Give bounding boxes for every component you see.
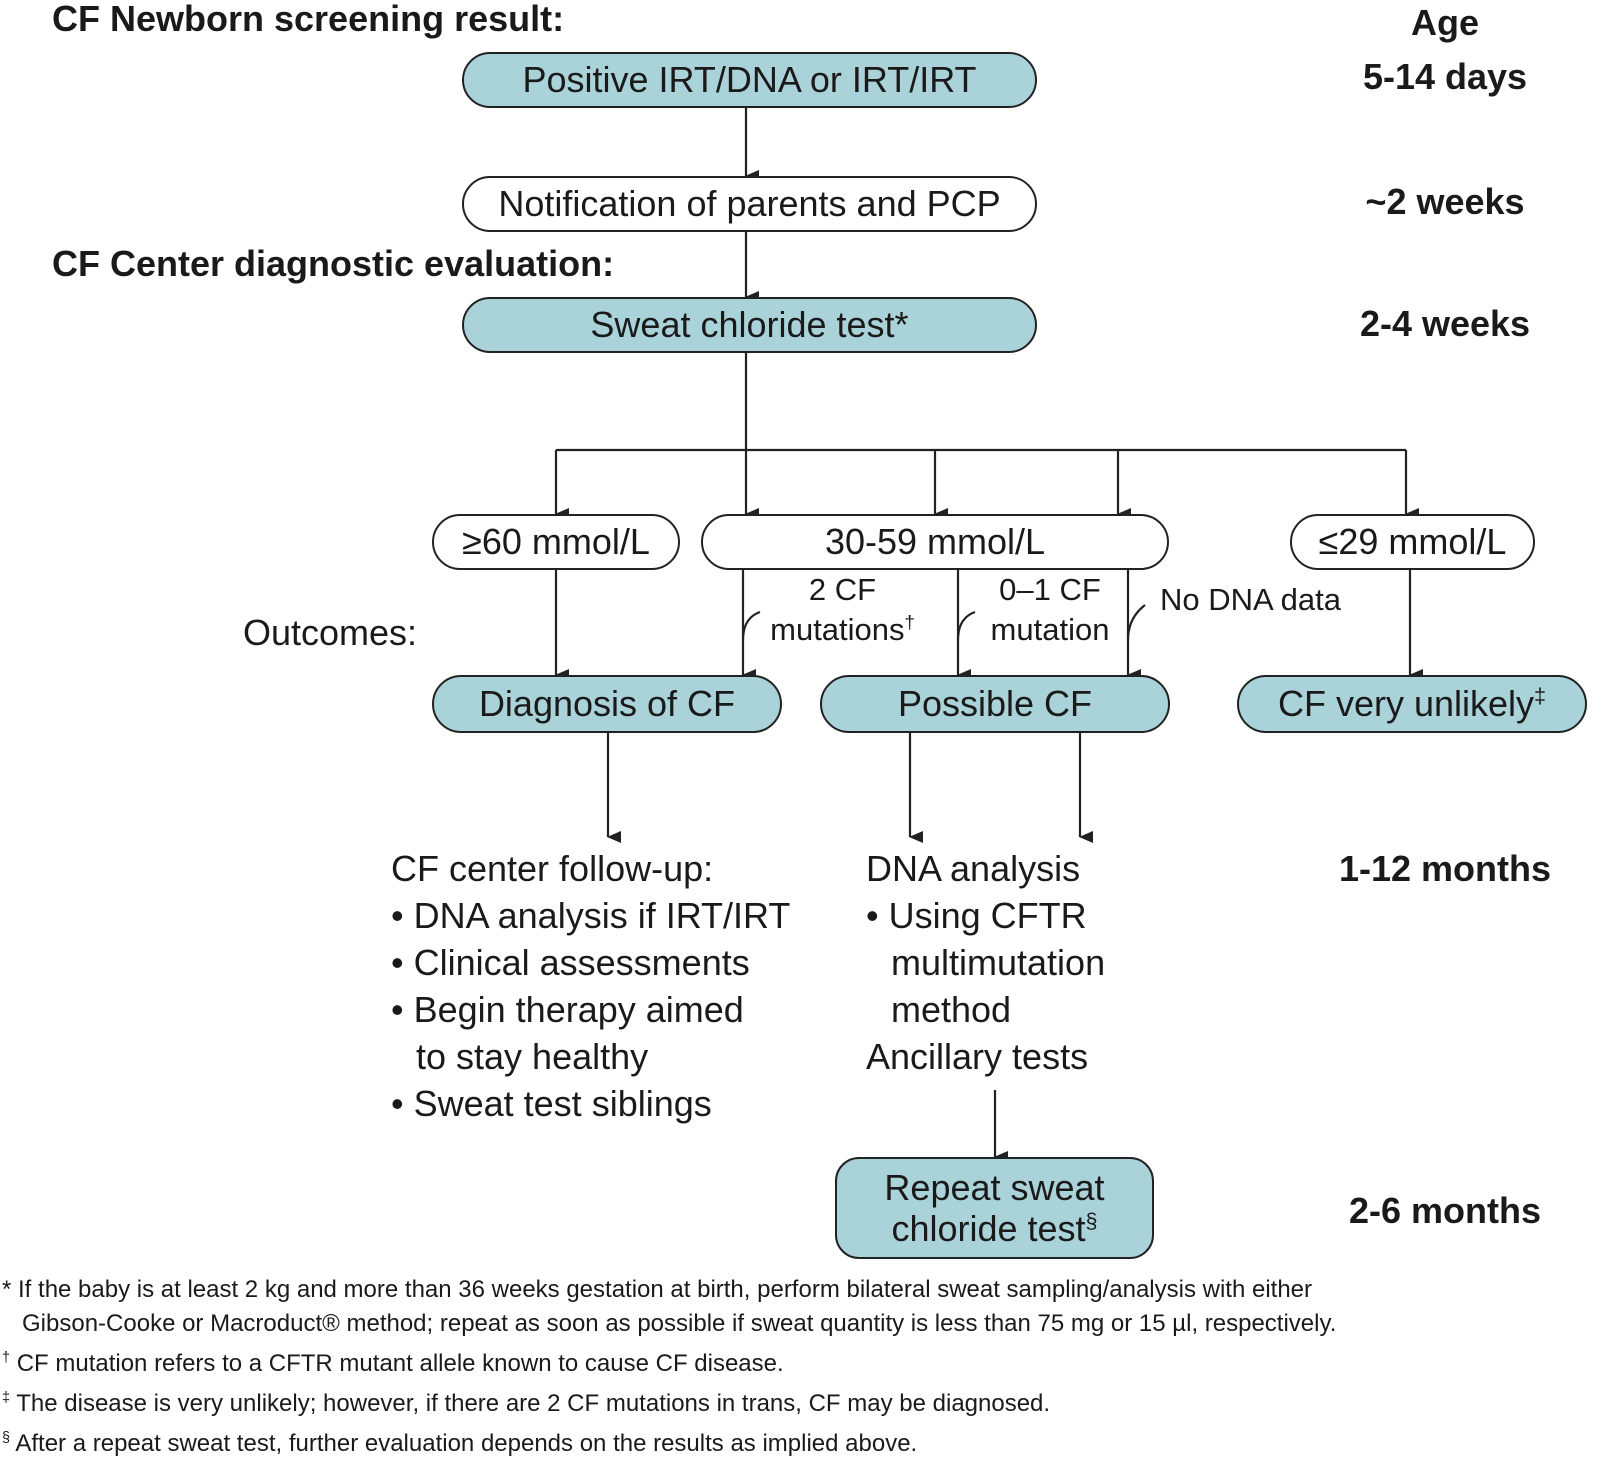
result-mid-label: 30-59 mmol/L xyxy=(824,521,1046,563)
footnote-1: * If the baby is at least 2 kg and more … xyxy=(2,1273,1612,1307)
result-low-box: ≤29 mmol/L xyxy=(1290,514,1535,570)
result-mid-box: 30-59 mmol/L xyxy=(701,514,1169,570)
followup-item: • DNA analysis if IRT/IRT xyxy=(391,895,791,936)
positive-screen-label: Positive IRT/DNA or IRT/IRT xyxy=(522,59,977,101)
followup-block: CF center follow-up: • DNA analysis if I… xyxy=(391,845,831,1127)
tick-no-dna xyxy=(1126,604,1146,641)
result-low-label: ≤29 mmol/L xyxy=(1318,521,1507,563)
age-2-6-months: 2-6 months xyxy=(1348,1190,1542,1231)
footnote-2: † CF mutation refers to a CFTR mutant al… xyxy=(2,1341,1612,1381)
footnote-1-mark: * xyxy=(2,1276,12,1303)
footnote-3-text: The disease is very unlikely; however, i… xyxy=(16,1390,1051,1417)
age-column-title: Age xyxy=(1410,2,1479,43)
tick-two-cf xyxy=(741,610,761,641)
dna-bullet-line1: • Using CFTR xyxy=(866,895,1087,936)
repeat-sweat-line2: chloride test§ xyxy=(891,1208,1098,1249)
diagnosis-box: Diagnosis of CF xyxy=(432,675,782,733)
footnote-2-text: CF mutation refers to a CFTR mutant alle… xyxy=(16,1350,784,1377)
branch-zero-one-label: 0–1 CF mutation xyxy=(975,570,1125,651)
footnote-4-mark: § xyxy=(2,1430,11,1446)
notification-box: Notification of parents and PCP xyxy=(462,176,1037,232)
age-2-weeks: ~2 weeks xyxy=(1365,181,1525,222)
followup-item: • Begin therapy aimed xyxy=(391,989,744,1030)
evaluation-heading: CF Center diagnostic evaluation: xyxy=(52,243,615,284)
branch-zero-one-line1: 0–1 CF xyxy=(999,572,1101,607)
result-high-box: ≥60 mmol/L xyxy=(432,514,680,570)
possible-cf-label: Possible CF xyxy=(897,683,1093,725)
diagnosis-label: Diagnosis of CF xyxy=(478,683,736,725)
repeat-sweat-line1: Repeat sweat xyxy=(884,1166,1105,1208)
branch-two-cf-line1: 2 CF xyxy=(808,572,877,607)
result-high-label: ≥60 mmol/L xyxy=(462,521,650,563)
followup-item: • Clinical assessments xyxy=(391,942,750,983)
footnote-4: § After a repeat sweat test, further eva… xyxy=(2,1421,1612,1461)
dna-bullet-line2: multimutation xyxy=(891,942,1106,983)
unlikely-box: CF very unlikely‡ xyxy=(1237,675,1587,733)
branch-two-cf-line2: mutations† xyxy=(770,611,915,648)
branch-two-cf-label: 2 CF mutations† xyxy=(760,570,925,651)
sweat-test-box: Sweat chloride test* xyxy=(462,297,1037,353)
dna-bullet-line3: method xyxy=(891,989,1012,1030)
footnote-2-mark: † xyxy=(2,1350,11,1366)
footnote-1-line1: If the baby is at least 2 kg and more th… xyxy=(18,1276,1313,1303)
followup-item-continuation: to stay healthy xyxy=(416,1036,649,1077)
footnote-1-continuation: Gibson-Cooke or Macroduct® method; repea… xyxy=(22,1310,1337,1337)
branch-zero-one-line2: mutation xyxy=(990,612,1110,648)
dna-analysis-title: DNA analysis xyxy=(866,848,1081,889)
age-1-12-months: 1-12 months xyxy=(1338,848,1552,889)
dna-analysis-block: DNA analysis • Using CFTR multimutation … xyxy=(866,845,1226,1080)
repeat-sweat-box: Repeat sweat chloride test§ xyxy=(835,1157,1154,1259)
tick-zero-one xyxy=(956,610,976,641)
age-2-4-weeks: 2-4 weeks xyxy=(1359,303,1531,344)
branch-no-dna-label: No DNA data xyxy=(1160,582,1341,617)
sweat-test-label: Sweat chloride test* xyxy=(590,304,909,346)
ancillary-tests: Ancillary tests xyxy=(866,1036,1089,1077)
footnotes: * If the baby is at least 2 kg and more … xyxy=(2,1273,1612,1461)
followup-title: CF center follow-up: xyxy=(391,848,714,889)
outcomes-label: Outcomes: xyxy=(243,612,418,653)
age-5-14-days: 5-14 days xyxy=(1362,56,1528,97)
screening-heading: CF Newborn screening result: xyxy=(52,0,565,39)
possible-cf-box: Possible CF xyxy=(820,675,1170,733)
footnote-3-mark: ‡ xyxy=(2,1390,11,1406)
notification-label: Notification of parents and PCP xyxy=(498,183,1001,225)
positive-screen-box: Positive IRT/DNA or IRT/IRT xyxy=(462,52,1037,108)
unlikely-label: CF very unlikely‡ xyxy=(1277,683,1547,725)
followup-item: • Sweat test siblings xyxy=(391,1083,712,1124)
footnote-3: ‡ The disease is very unlikely; however,… xyxy=(2,1381,1612,1421)
